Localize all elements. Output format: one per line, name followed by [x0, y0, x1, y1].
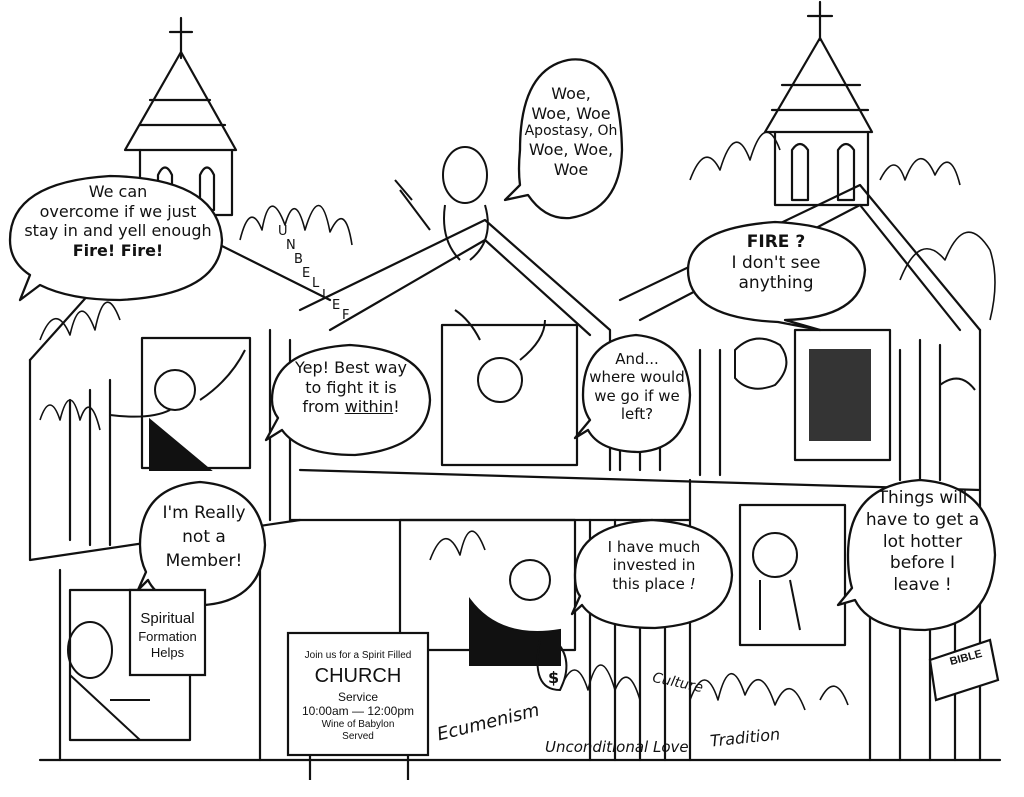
church-sign-invite: Join us for a Spirit Filled [304, 650, 412, 661]
formation-word: Formation [138, 628, 197, 644]
woe-line-1: Woe, [551, 84, 591, 103]
invested-exclaim: ! [689, 574, 696, 593]
invested-place: this place [612, 574, 685, 593]
fire-line-3: anything [738, 273, 814, 294]
where-line-2: where would [589, 368, 685, 387]
yep-from: from [302, 397, 345, 417]
spiritual-formation-sign: Spiritual Formation Helps [130, 610, 205, 661]
yep-line-2: to fight it is [305, 377, 397, 397]
spiritual-sign-board [128, 588, 207, 677]
where-line-3: we go if we [594, 386, 680, 405]
right-steeple [763, 0, 874, 207]
woe-line-2: Woe, Woe [531, 103, 611, 123]
hotter-line-4: before I [889, 553, 956, 574]
bible-book [928, 638, 1000, 702]
woe-line-5: Woe [553, 159, 589, 179]
member-line-3: Member! [165, 550, 243, 571]
overcome-bubble: We can overcome if we just stay in and y… [14, 182, 222, 260]
hotter-line-1: Things will [877, 488, 968, 508]
member-line-2: not a [182, 526, 226, 547]
hotter-line-2: have to get a [865, 509, 980, 530]
invested-line-2: invested in [612, 556, 696, 575]
invested-bubble: I have much invested in this place ! [578, 538, 730, 593]
woe-bubble: Woe, Woe, Woe Apostasy, Oh Woe, Woe, Woe [517, 84, 625, 179]
hotter-line-3: lot hotter [882, 531, 963, 552]
church-sign-wine: Wine of Babylon [321, 718, 395, 730]
church-sign-service: Service [337, 690, 378, 704]
hotter-bubble: Things will have to get a lot hotter bef… [850, 488, 995, 597]
woe-line-3: Apostasy, Oh [524, 123, 618, 140]
overcome-line-1: We can [88, 182, 148, 201]
where-line-1: And... [615, 350, 659, 368]
overcome-line-2: overcome if we just [39, 201, 197, 221]
church-sign-served: Served [342, 730, 374, 742]
church-sign-board [286, 631, 430, 757]
invested-line-1: I have much [607, 538, 701, 556]
overcome-line-3: stay in and yell enough [24, 221, 212, 241]
window-center-upper [440, 323, 579, 467]
where-line-4: left? [620, 404, 654, 423]
yep-line-3: from within! [274, 397, 428, 417]
overcome-line-4: Fire! Fire! [72, 240, 164, 260]
fire-bubble: FIRE ? I don't see anything [690, 232, 862, 294]
window-right-upper [793, 328, 892, 462]
money-bag-symbol: $ [548, 668, 560, 687]
hotter-line-5: leave ! [893, 575, 952, 595]
woe-line-4: Woe, Woe, [528, 140, 614, 160]
fire-line-2: I don't see [731, 252, 821, 273]
speech-bubbles [8, 58, 997, 632]
window-right-lower [738, 503, 847, 647]
member-bubble: I'm Really not a Member! [144, 502, 264, 573]
church-service-sign: Join us for a Spirit Filled CHURCH Servi… [288, 650, 428, 743]
invested-line-3: this place ! [578, 575, 730, 593]
member-line-1: I'm Really [162, 503, 246, 523]
yep-line-1: Yep! Best way [294, 358, 408, 377]
church-sign-time: 10:00am — 12:00pm [301, 704, 415, 719]
helps-word: Helps [150, 645, 185, 660]
fire-line-1: FIRE ? [746, 232, 806, 252]
yep-within: within [344, 397, 394, 417]
yep-exclaim: ! [393, 397, 400, 417]
spiritual-word: Spiritual [140, 610, 195, 627]
unconditional-love-label: Unconditional Love [545, 738, 689, 756]
figures [67, 146, 976, 741]
church-sign-title: CHURCH [314, 665, 402, 687]
yep-bubble: Yep! Best way to fight it is from within… [274, 358, 428, 417]
where-bubble: And... where would we go if we left? [586, 350, 688, 423]
